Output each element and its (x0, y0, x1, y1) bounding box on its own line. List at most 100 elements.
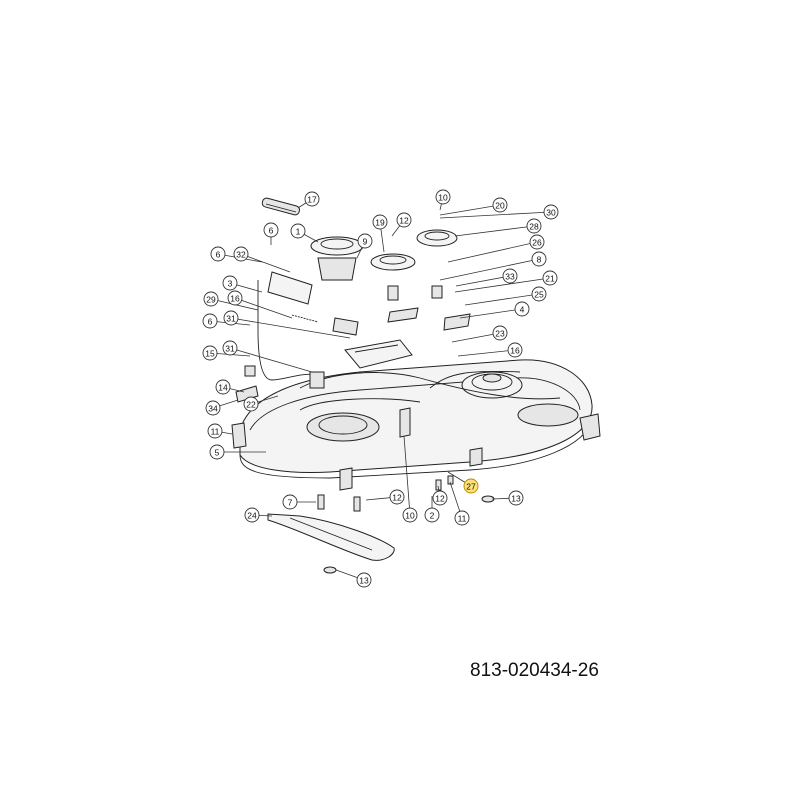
callout-marker[interactable]: 23 (492, 325, 508, 341)
callout-leader-line (240, 253, 291, 273)
callout-marker[interactable]: 13 (508, 490, 524, 506)
callout-marker[interactable]: 3 (222, 275, 238, 291)
callout-label: 16 (230, 294, 240, 304)
callout-label: 25 (534, 290, 544, 300)
callout-label: 13 (511, 494, 521, 504)
callout-marker[interactable]: 25 (531, 286, 547, 302)
callout-circle (531, 251, 547, 267)
callout-circle (542, 270, 558, 286)
callout-label: 34 (208, 404, 218, 414)
callout-leader-line (439, 258, 540, 281)
callout-circle (290, 223, 306, 239)
callout-marker[interactable]: 12 (396, 212, 412, 228)
callout-leader-line (451, 332, 501, 343)
mower-blade (267, 513, 395, 561)
callout-marker[interactable]: 2 (424, 507, 440, 523)
diagram-reference-code: 813-020434-26 (470, 660, 599, 681)
callout-circle (202, 313, 218, 329)
callout-label: 22 (246, 400, 256, 410)
callout-marker[interactable]: 16 (227, 290, 243, 306)
callout-circle (203, 291, 219, 307)
callout-label: 16 (510, 346, 520, 356)
spring-left (291, 314, 319, 323)
callout-circle (463, 478, 479, 494)
callout-circle (531, 286, 547, 302)
callout-label: 8 (537, 255, 542, 265)
callout-leader-line (459, 308, 523, 319)
callout-circle (432, 490, 448, 506)
callout-leader-line (454, 225, 535, 237)
callout-marker[interactable]: 6 (202, 313, 218, 329)
callout-leader-line (403, 435, 411, 516)
callout-circle (227, 290, 243, 306)
callout-circle (233, 246, 249, 262)
callout-highlighted[interactable]: 27 (463, 478, 479, 494)
callout-label: 12 (399, 216, 409, 226)
callout-circle (492, 197, 508, 213)
callout-circle (202, 345, 218, 361)
callout-circle (514, 301, 530, 317)
callout-label: 30 (546, 208, 556, 218)
callout-marker[interactable]: 15 (202, 345, 218, 361)
callout-circle (529, 234, 545, 250)
callout-marker[interactable]: 12 (432, 490, 448, 506)
callout-circle (508, 490, 524, 506)
callout-marker[interactable]: 1 (290, 223, 306, 239)
callout-marker[interactable]: 20 (492, 197, 508, 213)
callout-marker[interactable]: 7 (282, 494, 298, 510)
callout-circle (223, 310, 239, 326)
callout-circle (424, 507, 440, 523)
callout-circle (209, 444, 225, 460)
callout-leader-line (230, 317, 351, 339)
callout-marker[interactable]: 6 (210, 246, 226, 262)
callout-marker[interactable]: 9 (357, 233, 373, 249)
callout-leader-line (439, 211, 552, 219)
callout-marker[interactable]: 24 (244, 507, 260, 523)
callout-label: 21 (545, 274, 555, 284)
idler-pulley-right (416, 229, 458, 299)
callout-leader-line (439, 204, 501, 216)
callout-marker[interactable]: 10 (435, 189, 451, 205)
callout-marker[interactable]: 30 (543, 204, 559, 220)
callout-marker[interactable]: 17 (304, 191, 320, 207)
callout-marker[interactable]: 14 (215, 379, 231, 395)
callout-marker[interactable]: 32 (233, 246, 249, 262)
callout-marker[interactable]: 12 (389, 489, 405, 505)
callout-marker[interactable]: 11 (454, 510, 470, 526)
callout-marker[interactable]: 10 (402, 507, 418, 523)
callout-circle (222, 275, 238, 291)
callout-circle (396, 212, 412, 228)
callout-label: 13 (359, 576, 369, 586)
callout-marker[interactable]: 13 (356, 572, 372, 588)
callout-marker[interactable]: 11 (207, 423, 223, 439)
callout-marker[interactable]: 33 (502, 268, 518, 284)
callout-marker[interactable]: 22 (243, 396, 259, 412)
callout-marker[interactable]: 6 (263, 222, 279, 238)
callout-label: 10 (438, 193, 448, 203)
main-pulley (310, 236, 364, 281)
callout-leader-line (454, 277, 551, 293)
callout-marker[interactable]: 34 (205, 400, 221, 416)
callout-marker[interactable]: 26 (529, 234, 545, 250)
callout-marker[interactable]: 19 (372, 214, 388, 230)
callout-marker[interactable]: 4 (514, 301, 530, 317)
callout-marker[interactable]: 28 (526, 218, 542, 234)
callout-marker[interactable]: 29 (203, 291, 219, 307)
callout-marker[interactable]: 21 (542, 270, 558, 286)
callout-marker[interactable]: 31 (222, 340, 238, 356)
callout-leader-line (229, 347, 313, 373)
callout-circle (207, 423, 223, 439)
callout-label: 3 (228, 279, 233, 289)
callout-label: 14 (218, 383, 228, 393)
callout-circle (543, 204, 559, 220)
callout-circle (372, 214, 388, 230)
callout-marker[interactable]: 16 (507, 342, 523, 358)
callout-label: 15 (205, 349, 215, 359)
callout-marker[interactable]: 5 (209, 444, 225, 460)
callout-leader-line (457, 349, 516, 357)
callout-label: 33 (505, 272, 515, 282)
callout-marker[interactable]: 31 (223, 310, 239, 326)
callout-label: 11 (458, 514, 467, 524)
callout-marker[interactable]: 8 (531, 251, 547, 267)
